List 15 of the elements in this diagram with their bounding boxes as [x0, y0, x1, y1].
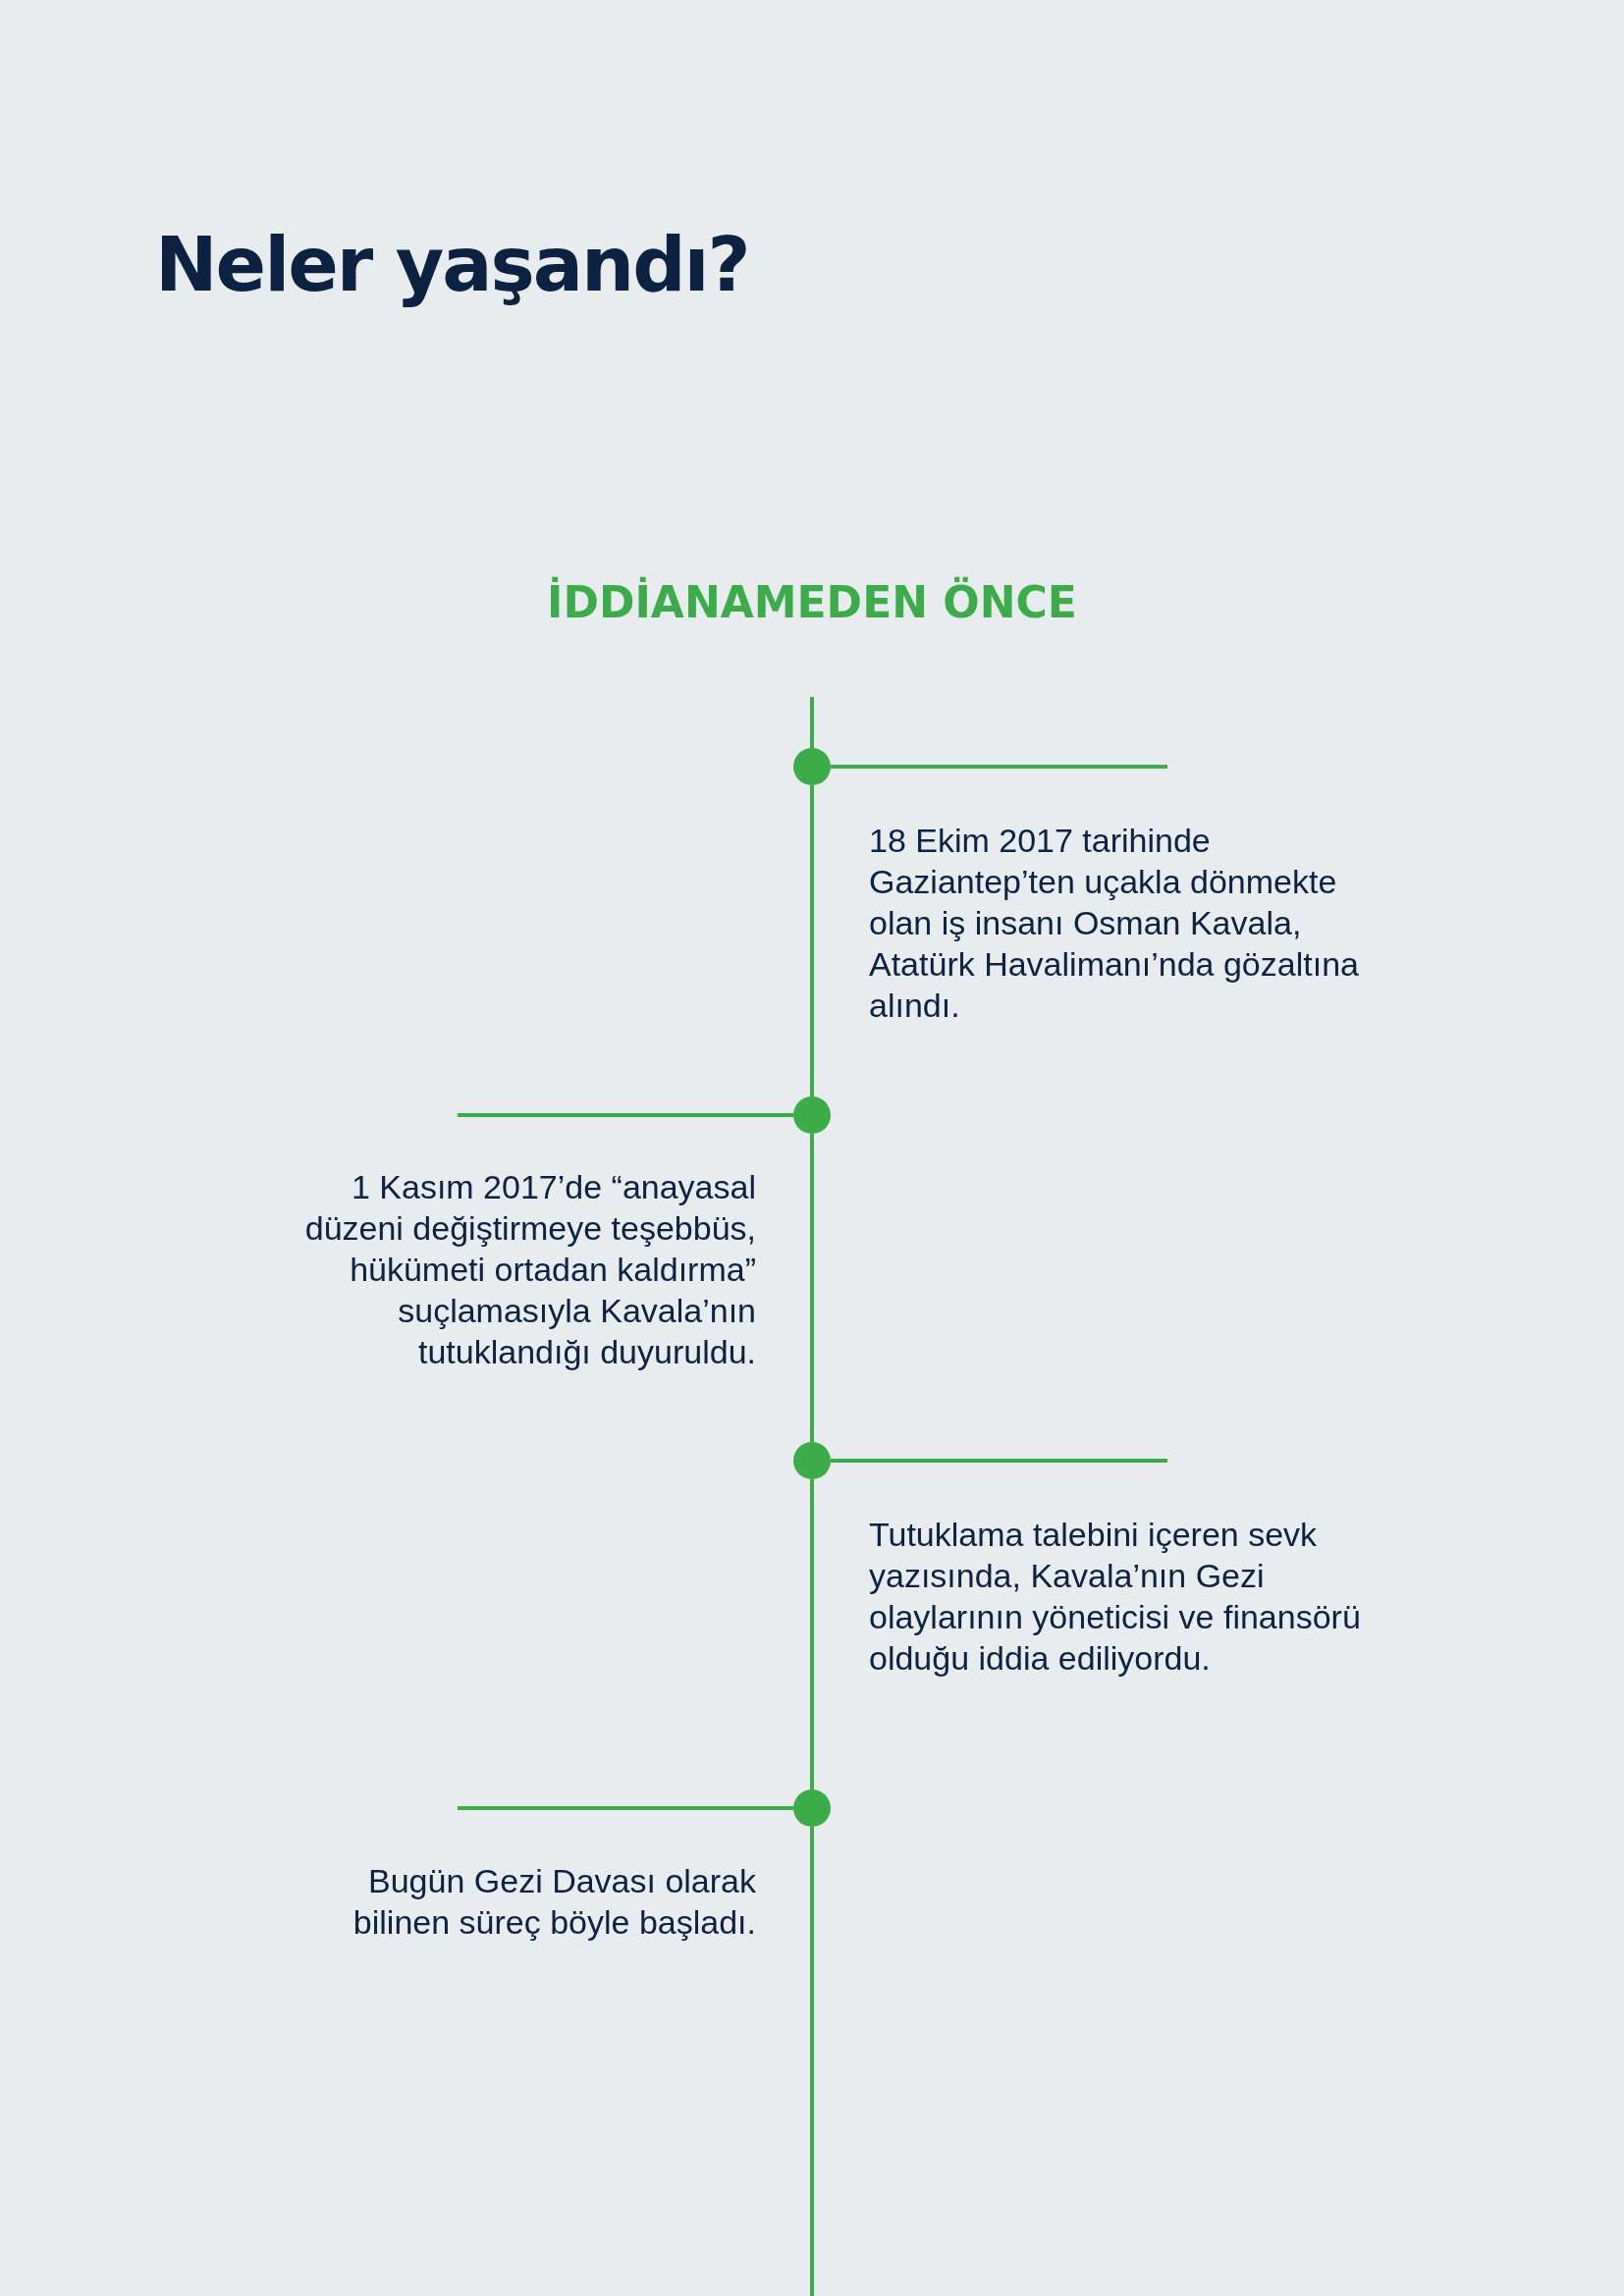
- timeline-dot: [793, 1442, 831, 1479]
- timeline-line: [810, 1134, 814, 1442]
- timeline-line: [810, 1479, 814, 1789]
- event-text: Bugün Gezi Davası olarak bilinen süreç böyle başladı.: [352, 1861, 756, 1943]
- section-heading: İDDİANAMEDEN ÖNCE: [547, 577, 1077, 627]
- timeline-line: [810, 1827, 814, 2296]
- timeline-line: [810, 785, 814, 1096]
- page-title: Neler yaşandı?: [155, 221, 749, 308]
- event-text: Tutuklama talebini içeren sevk yazısında, Kavala’nın Gezi olaylarının yöneticisi ve finansörü olduğu iddia ediliyordu.: [869, 1515, 1362, 1679]
- event-text: 1 Kasım 2017’de “anayasal düzeni değiştirmeye teşebbüs, hükümeti ortadan kaldırma” suçlamasıyla Kavala’nın tutuklandığı duyuruldu.: [303, 1167, 756, 1372]
- timeline-dot: [793, 1789, 831, 1827]
- timeline-line: [810, 697, 814, 748]
- event-text: 18 Ekim 2017 tarihinde Gaziantep’ten uçakla dönmekte olan iş insanı Osman Kavala, Atatürk Havalimanı’nda gözaltına alındı.: [869, 821, 1360, 1026]
- timeline-dot: [793, 748, 831, 785]
- timeline-dot: [793, 1096, 831, 1134]
